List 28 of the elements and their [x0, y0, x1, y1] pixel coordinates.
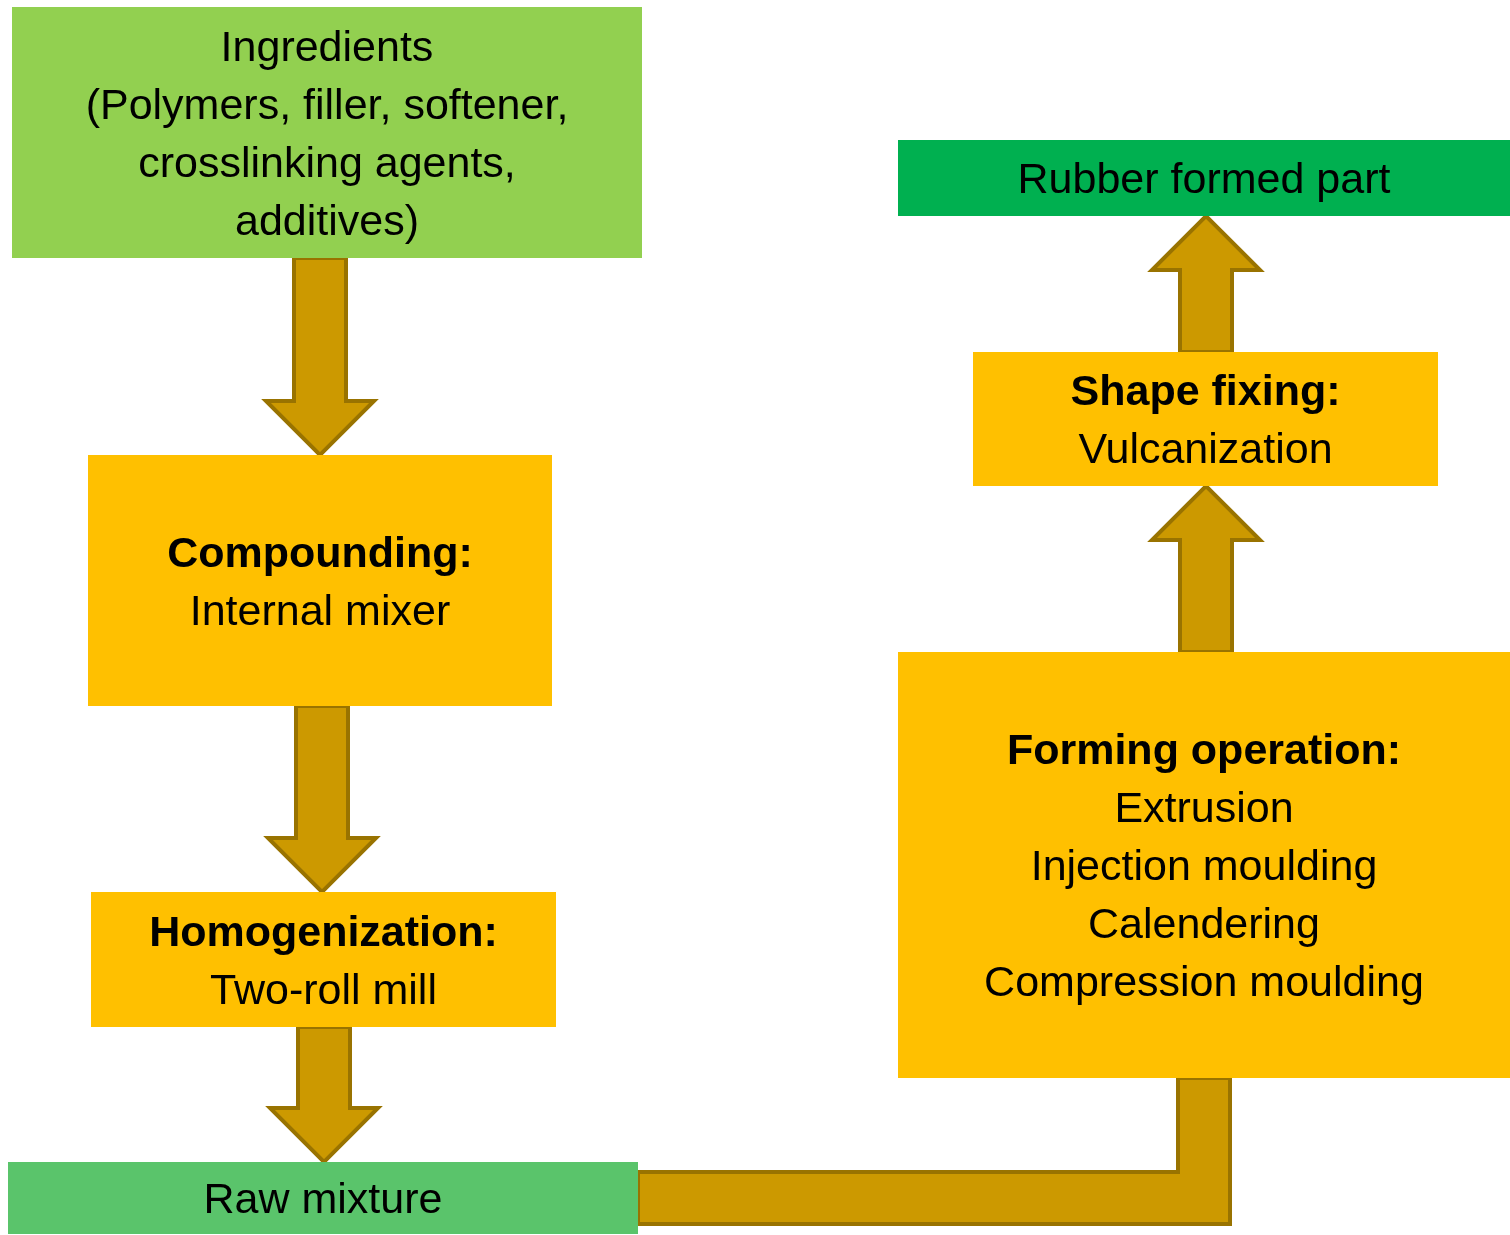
process-box [898, 652, 1510, 1078]
step-heading: Homogenization: [149, 905, 498, 957]
block-arrow [263, 704, 381, 895]
box-text: Raw mixture [203, 1173, 443, 1224]
step-text: Internal mixer [189, 584, 451, 636]
step-text: Compression moulding [984, 956, 1424, 1007]
box-text: Ingredients [219, 20, 435, 72]
terminal-box [898, 140, 1510, 216]
block-arrow [265, 1025, 383, 1165]
process-box [88, 455, 552, 706]
connector-band [636, 1076, 1232, 1226]
process-box [973, 352, 1438, 486]
block-arrow [261, 256, 379, 458]
process-box [91, 892, 556, 1027]
terminal-box [12, 7, 642, 258]
step-text: Injection moulding [1030, 840, 1378, 891]
terminal-box [8, 1162, 638, 1234]
step-text: Extrusion [1114, 782, 1294, 833]
block-arrow [1147, 483, 1265, 654]
step-text: Two-roll mill [210, 963, 437, 1015]
block-arrow [1147, 213, 1265, 354]
step-heading: Compounding: [167, 526, 473, 578]
box-text: (Polymers, filler, softener, crosslinking agents, additives) [84, 78, 570, 246]
step-text: Calendering [1088, 898, 1320, 949]
step-text: Vulcanization [1078, 423, 1333, 474]
step-heading: Shape fixing: [1070, 365, 1341, 416]
step-heading: Forming operation: [1006, 724, 1402, 775]
box-text: Rubber formed part [1017, 153, 1391, 204]
